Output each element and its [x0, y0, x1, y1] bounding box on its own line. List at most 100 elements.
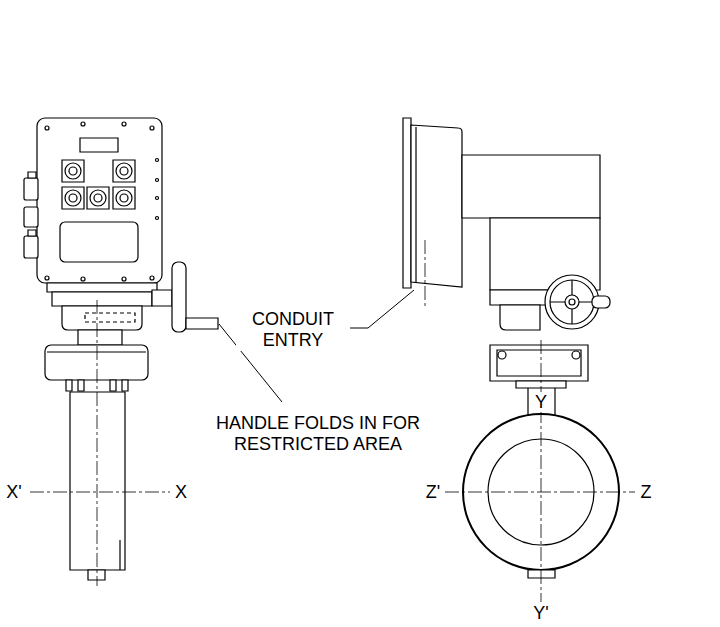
electrical-connector — [69, 194, 77, 202]
electrical-connector — [90, 190, 106, 206]
mounting-bracket — [497, 350, 581, 376]
actuator-housing — [122, 277, 126, 281]
gearbox — [78, 330, 122, 345]
actuator-housing — [403, 118, 411, 288]
valve-body-side — [88, 570, 105, 580]
gearbox — [500, 305, 540, 330]
handwheel — [569, 299, 575, 305]
axis-label: Y — [533, 392, 549, 413]
electrical-connector — [62, 187, 84, 209]
handwheel — [172, 262, 186, 332]
handwheel — [565, 295, 579, 309]
mounting-adapter — [47, 351, 146, 352]
handwheel — [186, 318, 218, 329]
mounting-adapter — [66, 380, 72, 391]
actuator-housing — [156, 197, 159, 200]
gearbox — [47, 283, 157, 345]
gearbox — [52, 292, 152, 306]
handwheel — [152, 290, 172, 306]
actuator-housing — [156, 159, 159, 162]
mounting-bracket — [490, 345, 588, 381]
centerline — [30, 492, 170, 493]
handwheel — [545, 275, 599, 329]
mounting-adapter — [45, 345, 148, 391]
valve-body-side — [119, 540, 120, 570]
cover-latch — [28, 230, 36, 236]
centerline — [541, 340, 542, 602]
centerline — [445, 492, 635, 493]
actuator-housing — [80, 138, 118, 152]
electrical-connector — [62, 160, 135, 209]
actuator-housing — [156, 217, 159, 220]
handwheel — [152, 262, 218, 332]
mounting-adapter — [78, 380, 84, 391]
leader-line — [340, 290, 414, 328]
axis-label: Z' — [424, 482, 442, 503]
gearbox — [47, 283, 157, 292]
cover-latch — [24, 178, 38, 200]
handwheel — [545, 275, 610, 329]
electrical-connector — [94, 194, 102, 202]
electrical-connector — [62, 160, 84, 182]
actuator-housing — [150, 126, 154, 130]
actuator-housing — [462, 155, 600, 218]
valve-body-front — [554, 388, 555, 416]
actuator-housing — [415, 127, 416, 282]
actuator-housing — [403, 118, 600, 290]
electrical-connector — [113, 187, 135, 209]
actuator-housing — [60, 222, 138, 262]
actuator-housing — [45, 126, 49, 130]
cover-latch — [24, 236, 38, 258]
electrical-connector — [113, 160, 135, 182]
electrical-connector — [65, 163, 81, 179]
actuator-housing — [411, 125, 462, 287]
cover-latch — [28, 172, 36, 178]
electrical-connector — [116, 163, 132, 179]
centerline — [97, 300, 98, 586]
mounting-adapter — [45, 345, 148, 380]
mounting-adapter — [122, 380, 128, 391]
mounting-bracket — [572, 351, 580, 359]
valve-body-side — [70, 392, 125, 580]
actuator-housing — [150, 276, 154, 280]
handwheel — [592, 296, 610, 308]
actuator-housing — [37, 118, 162, 283]
cover-latch — [24, 207, 38, 227]
mounting-bracket — [498, 351, 506, 359]
centerline — [30, 300, 170, 586]
centerline — [425, 240, 426, 306]
electrical-connector — [69, 167, 77, 175]
mounting-bracket — [490, 345, 588, 388]
actuator-housing — [81, 277, 85, 281]
centerline — [445, 340, 635, 602]
electrical-connector — [120, 167, 128, 175]
axis-label: Z — [639, 482, 654, 503]
gearbox — [85, 313, 135, 322]
electrical-connector — [87, 187, 109, 209]
axis-label: X' — [4, 482, 23, 503]
valve-body-side — [70, 392, 125, 570]
centerline — [425, 240, 426, 306]
actuator-housing — [81, 122, 85, 126]
actuator-housing — [45, 276, 49, 280]
leader-line — [219, 290, 414, 402]
mounting-adapter — [110, 380, 116, 391]
handwheel — [550, 280, 594, 324]
axis-label: Y' — [531, 603, 550, 624]
actuator-housing — [122, 122, 126, 126]
electrical-connector — [65, 190, 81, 206]
valve-body-front — [528, 570, 555, 578]
electrical-connector — [120, 194, 128, 202]
actuator-housing — [156, 179, 159, 182]
valve-body-front — [527, 388, 528, 416]
cover-latch — [24, 172, 38, 258]
callout-note: CONDUIT ENTRY — [236, 309, 350, 350]
gearbox — [62, 306, 142, 330]
axis-label: X — [173, 482, 189, 503]
gearbox — [490, 290, 550, 305]
electrical-connector — [116, 190, 132, 206]
gearbox — [490, 290, 550, 330]
actuator-housing — [37, 118, 162, 283]
